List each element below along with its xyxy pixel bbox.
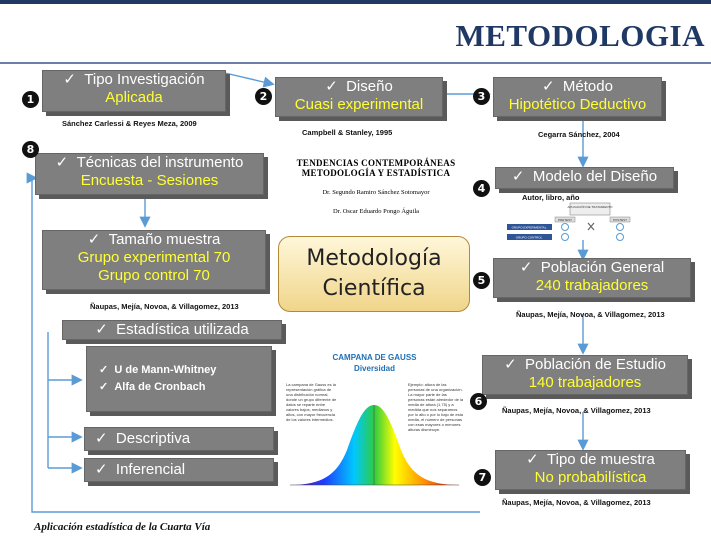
model-top-label: APLICACIÓN DE TRATAMIENTO: [568, 204, 614, 209]
citation-muestra: Ñaupas, Mejía, Novoa, & Villagomez, 2013: [502, 498, 651, 507]
gauss-subtitle: Diversidad: [354, 364, 395, 373]
gauss-right-text: Ejemplo: altura de las personas de una o…: [408, 382, 464, 432]
step-number-7: 7: [474, 469, 491, 486]
model-col2: POSTEST: [613, 218, 627, 222]
model-diagram: APLICACIÓN DE TRATAMIENTO PRETEST POSTES…: [507, 202, 631, 241]
gauss-left-text: La campana de Gauss es la representación…: [286, 382, 337, 422]
citation-tipo: Sánchez Carlessi & Reyes Meza, 2009: [62, 119, 197, 128]
top-bar: [0, 0, 711, 4]
step-number-3: 3: [473, 88, 490, 105]
step-number-1: 1: [22, 91, 39, 108]
model-row2: GRUPO CONTROL: [516, 236, 543, 240]
test-cronbach: Alfa de Cronbach: [87, 379, 271, 396]
citation-modelo: Autor, libro, año: [522, 193, 580, 202]
estadistica-utilizada-box: Estadística utilizada: [62, 320, 282, 340]
tipo-muestra-box: Tipo de muestra No probabilística: [495, 450, 686, 490]
title-rule: [0, 62, 711, 64]
descriptiva-box: Descriptiva: [84, 427, 274, 451]
model-col1: PRETEST: [558, 218, 572, 222]
test-mann-whitney: U de Mann-Whitney: [87, 362, 271, 379]
citation-tamano: Ñaupas, Mejía, Novoa, & Villagomez, 2013: [90, 302, 239, 311]
model-row1: GRUPO EXPERIMENTAL: [512, 226, 547, 230]
page-title: METODOLOGIA: [455, 18, 705, 53]
modelo-diseno-box: Modelo del Diseño: [495, 167, 674, 189]
gauss-figure: CAMPANA DE GAUSS Diversidad La campana d…: [282, 350, 467, 498]
gauss-title: CAMPANA DE GAUSS: [332, 353, 417, 362]
step-number-2: 2: [255, 88, 272, 105]
tests-box: U de Mann-Whitney Alfa de Cronbach: [86, 346, 272, 412]
tamano-muestra-box: Tamaño muestra Grupo experimental 70 Gru…: [42, 230, 266, 290]
poblacion-estudio-box: Población de Estudio 140 trabajadores: [482, 355, 688, 395]
metodologia-cientifica-box: Metodología Científica: [278, 236, 470, 312]
book-author-2: Dr. Oscar Eduardo Pongo Águila: [332, 208, 420, 215]
citation-estudio: Ñaupas, Mejía, Novoa, & Villagomez, 2013: [502, 406, 651, 415]
inferencial-box: Inferencial: [84, 458, 274, 482]
step-number-5: 5: [473, 272, 490, 289]
book-title-1: TENDENCIAS CONTEMPORÁNEAS: [296, 158, 456, 168]
citation-metodo: Cegarra Sánchez, 2004: [538, 130, 620, 139]
gauss-curve: [290, 405, 459, 486]
arrow-1-2: [224, 72, 275, 88]
step-number-6: 6: [470, 393, 487, 410]
book-title-2: METODOLOGÍA Y ESTADÍSTICA: [301, 168, 451, 178]
arrow-7-8: [26, 172, 480, 513]
book-author-1: Dr. Segundo Ramiro Sánchez Sotomayor: [322, 189, 430, 196]
metodo-box: Método Hipotético Deductivo: [493, 77, 662, 117]
tecnicas-box: Técnicas del instrumento Encuesta - Sesi…: [35, 153, 264, 195]
book-reference: TENDENCIAS CONTEMPORÁNEAS METODOLOGÍA Y …: [276, 158, 476, 216]
step-number-4: 4: [473, 180, 490, 197]
step-number-8: 8: [22, 141, 39, 158]
poblacion-general-box: Población General 240 trabajadores: [493, 258, 691, 298]
footer-caption: Aplicación estadística de la Cuarta Vía: [34, 521, 211, 533]
tipo-investigacion-box: Tipo Investigación Aplicada: [42, 70, 226, 112]
diseno-box: Diseño Cuasi experimental: [275, 77, 443, 117]
center-line-1: Metodología: [306, 246, 442, 271]
citation-diseno: Campbell & Stanley, 1995: [302, 128, 393, 137]
citation-poblacion: Ñaupas, Mejía, Novoa, & Villagomez, 2013: [516, 310, 665, 319]
center-line-2: Científica: [322, 276, 426, 301]
